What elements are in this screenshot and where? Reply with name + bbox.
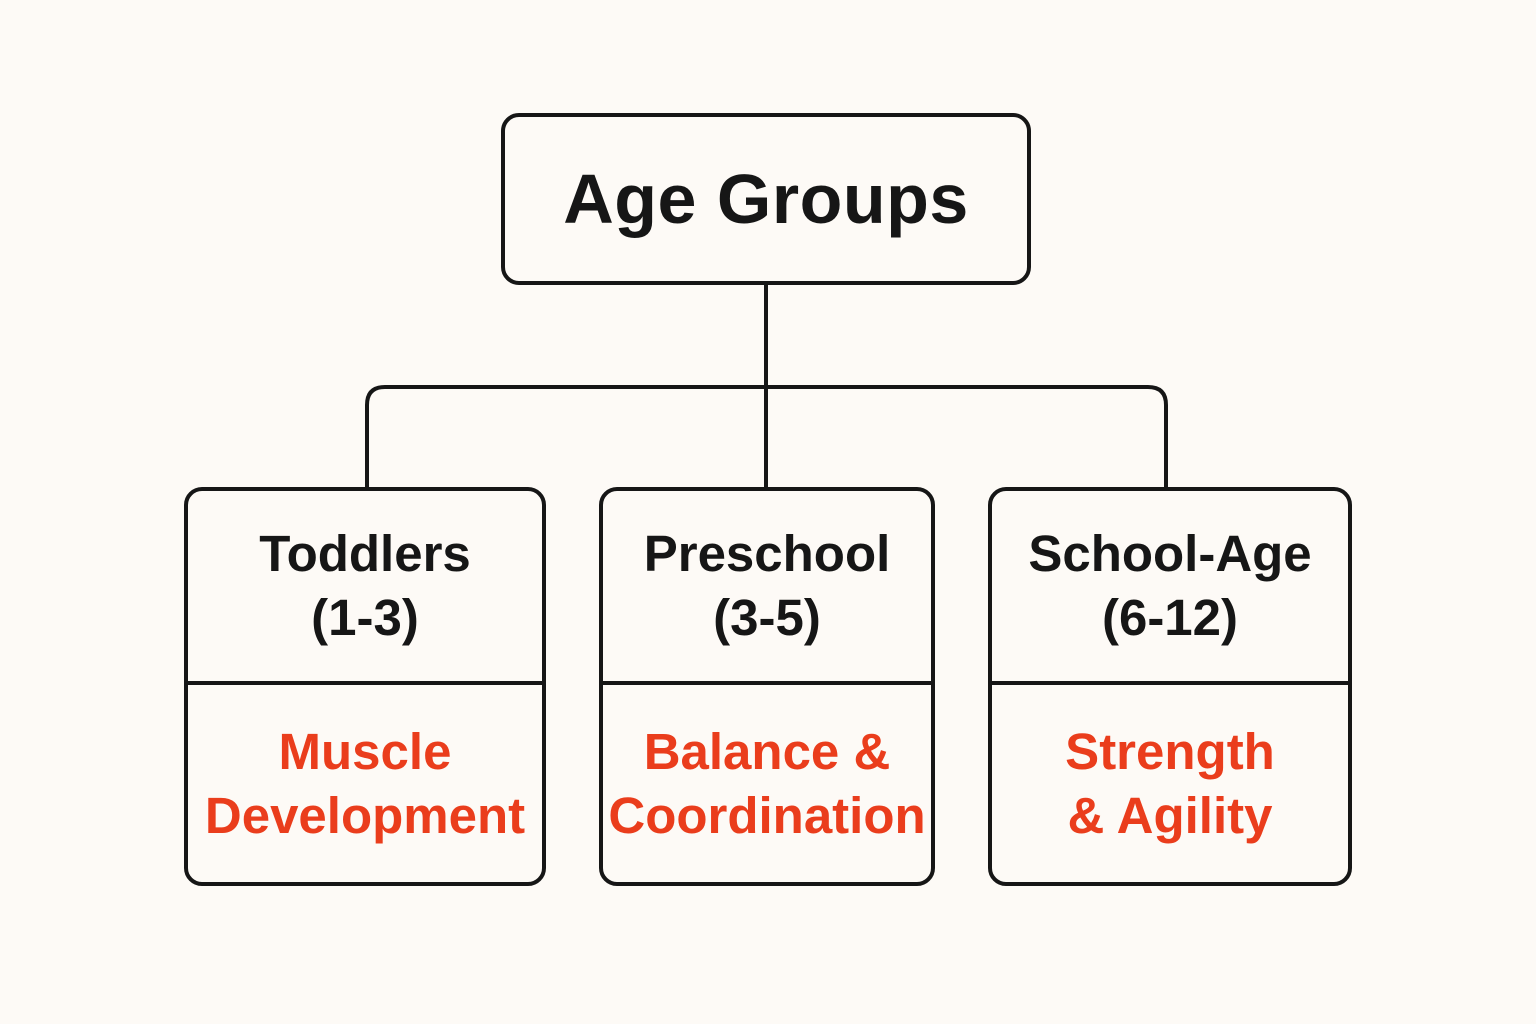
root-title: Age Groups [563,160,969,238]
group-focus-line: Balance & [643,722,891,780]
group-name: Toddlers [259,525,471,582]
group-age-range: (3-5) [713,589,821,646]
group-focus: Muscle Development [188,685,542,882]
root-node-age-groups: Age Groups [501,113,1031,285]
group-age-range: (6-12) [1101,589,1239,646]
group-focus: Balance & Coordination [603,685,931,882]
group-focus-line: Coordination [608,786,926,844]
group-name: Preschool [643,525,891,582]
group-node-preschool: Preschool (3-5) Balance & Coordination [599,487,935,886]
group-focus-line: Development [204,786,526,844]
group-header: Preschool (3-5) [603,491,931,685]
group-node-toddlers: Toddlers (1-3) Muscle Development [184,487,546,886]
group-focus-line: & Agility [1067,786,1273,844]
group-header: Toddlers (1-3) [188,491,542,685]
group-focus: Strength & Agility [992,685,1348,882]
group-header: School-Age (6-12) [992,491,1348,685]
group-focus-line: Muscle [278,722,452,780]
group-focus-line: Strength [1065,722,1275,780]
group-node-school-age: School-Age (6-12) Strength & Agility [988,487,1352,886]
group-name: School-Age [1028,525,1312,582]
group-age-range: (1-3) [311,589,419,646]
